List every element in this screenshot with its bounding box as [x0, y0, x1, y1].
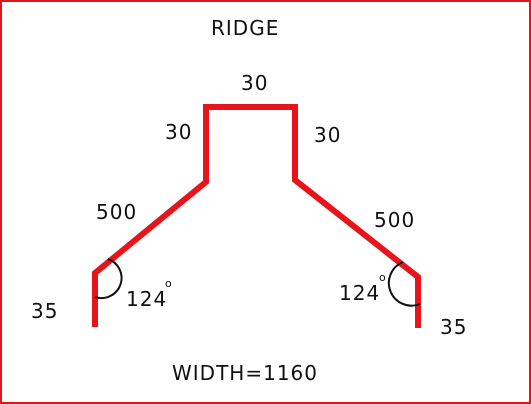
angle-left-degree: o: [165, 277, 172, 290]
width-label: WIDTH=1160: [172, 361, 318, 385]
angle-left-value: 124: [126, 287, 167, 311]
left-angle-arc: [94, 258, 123, 300]
angle-right-value: 124: [339, 281, 380, 305]
dim-right-rise: 30: [314, 123, 341, 147]
dim-left-slope: 500: [96, 200, 137, 224]
dim-right-drop: 35: [440, 315, 467, 339]
dim-right-slope: 500: [374, 208, 415, 232]
dim-top: 30: [241, 71, 268, 95]
ridge-profile-line: [92, 104, 421, 328]
dim-left-drop: 35: [31, 299, 58, 323]
right-angle-arc: [387, 261, 421, 307]
angle-right-degree: o: [379, 271, 386, 284]
dim-left-rise: 30: [165, 120, 192, 144]
diagram-title: RIDGE: [211, 16, 279, 40]
